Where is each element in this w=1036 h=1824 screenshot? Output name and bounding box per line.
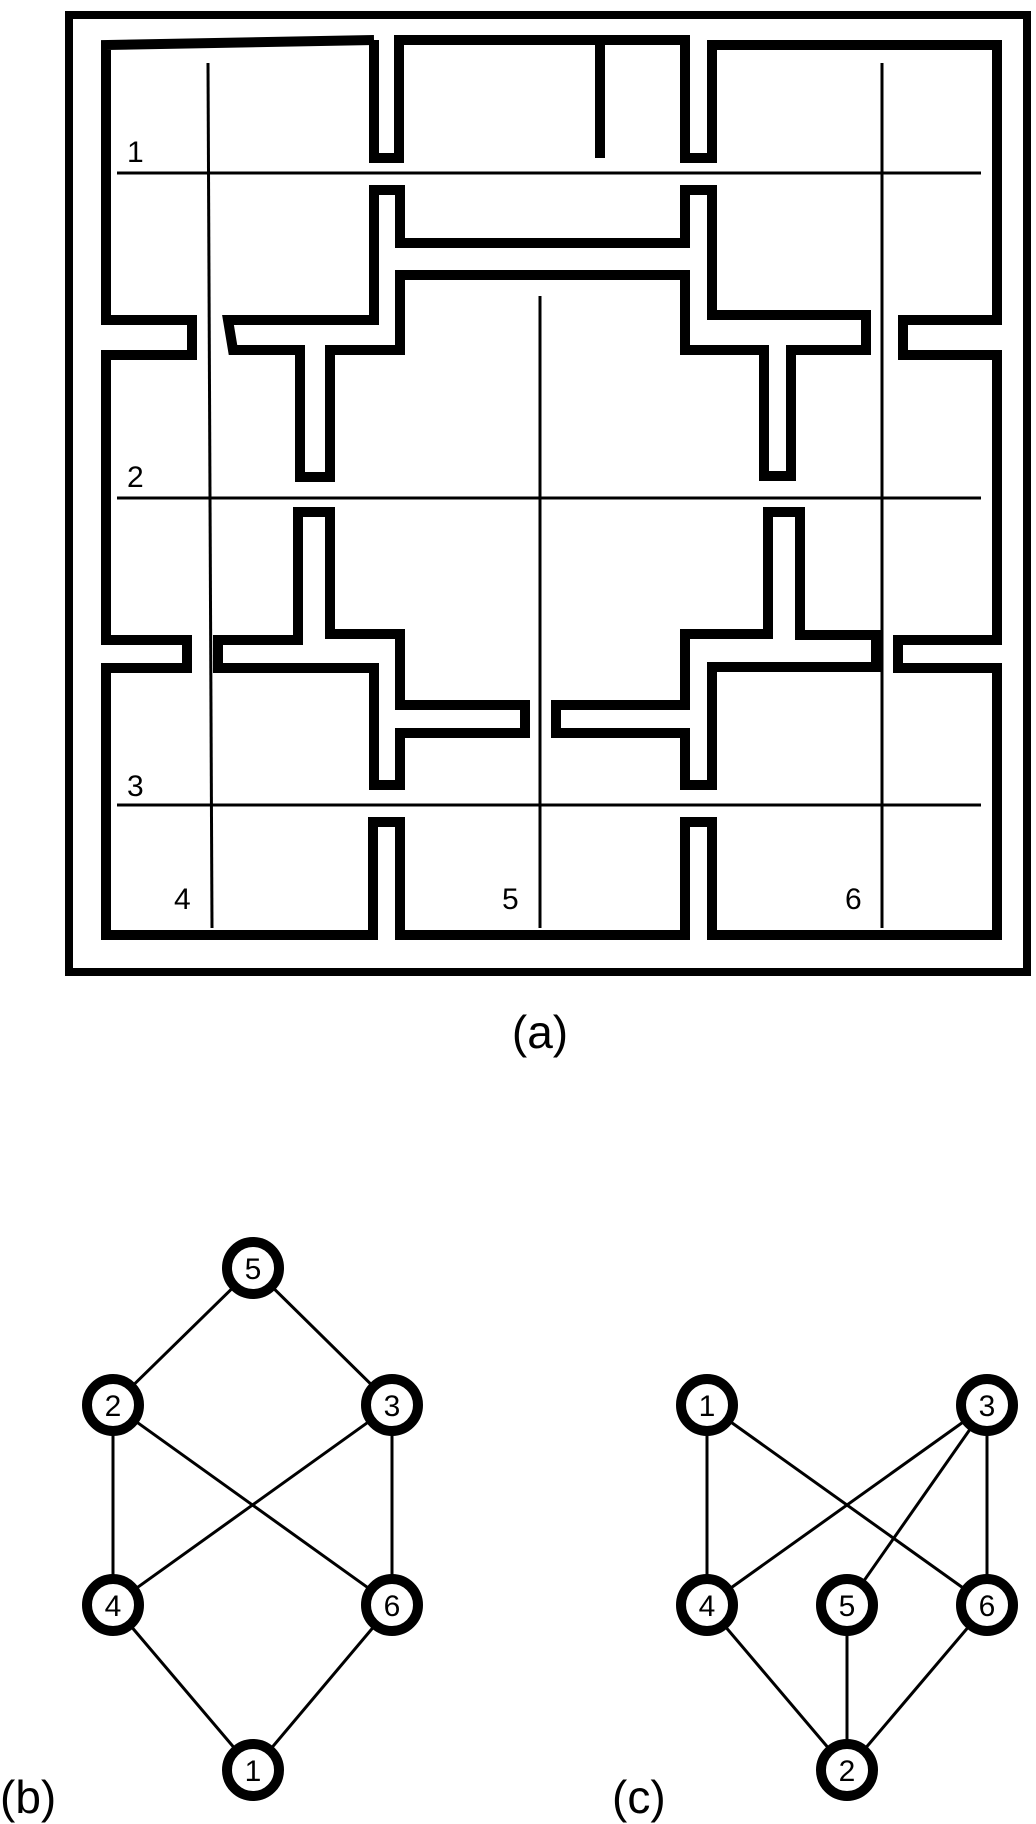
edge-c-4-2 <box>705 1604 849 1771</box>
node-label: 5 <box>839 1590 856 1623</box>
panel-a: 1 2 3 4 5 6 (a) <box>65 11 1031 1058</box>
node-label: 3 <box>979 1390 996 1423</box>
node-circle <box>676 1374 738 1436</box>
panel-c: 1 3 4 5 6 2 (c) <box>612 1374 1018 1823</box>
edge-b-6-1 <box>251 1604 394 1771</box>
edge-b-4-1 <box>111 1604 255 1771</box>
line-label-6: 6 <box>845 883 862 916</box>
node-circle <box>361 1374 423 1436</box>
node-circle <box>82 1374 144 1436</box>
node-circle <box>222 1237 284 1299</box>
line-label-1: 1 <box>127 136 144 169</box>
node-b-3: 3 <box>361 1374 423 1436</box>
outer-frame <box>65 11 1031 976</box>
node-circle <box>361 1574 423 1636</box>
wall-top-left <box>369 35 605 163</box>
node-c-5: 5 <box>816 1574 878 1636</box>
edge-b-3-4 <box>112 1403 393 1607</box>
caption-b: (b) <box>0 1771 56 1823</box>
node-label: 1 <box>245 1755 262 1788</box>
scan-line-4 <box>206 62 214 929</box>
node-label: 2 <box>839 1755 856 1788</box>
node-c-6: 6 <box>956 1574 1018 1636</box>
line-label-4: 4 <box>174 883 191 916</box>
edge-b-5-2 <box>111 1266 255 1407</box>
edge-c-3-4 <box>706 1403 988 1607</box>
node-c-2: 2 <box>816 1739 878 1801</box>
node-label: 4 <box>699 1590 716 1623</box>
node-label: 6 <box>384 1590 401 1623</box>
node-circle <box>956 1574 1018 1636</box>
node-c-4: 4 <box>676 1574 738 1636</box>
node-label: 2 <box>105 1390 122 1423</box>
node-b-2: 2 <box>82 1374 144 1436</box>
node-b-1: 1 <box>222 1739 284 1801</box>
edge-c-3-5 <box>845 1404 989 1606</box>
graph-c-edges <box>705 1403 989 1771</box>
node-c-3: 3 <box>956 1374 1018 1436</box>
node-circle <box>816 1739 878 1801</box>
line-label-5: 5 <box>502 883 519 916</box>
node-circle <box>222 1739 284 1801</box>
line-label-3: 3 <box>127 770 144 803</box>
node-label: 5 <box>245 1253 262 1286</box>
node-circle <box>956 1374 1018 1436</box>
node-b-4: 4 <box>82 1574 144 1636</box>
node-label: 4 <box>105 1590 122 1623</box>
panel-b: 5 2 3 4 6 1 (b) <box>0 1237 423 1823</box>
node-c-1: 1 <box>676 1374 738 1436</box>
node-circle <box>676 1574 738 1636</box>
node-label: 6 <box>979 1590 996 1623</box>
node-circle <box>82 1574 144 1636</box>
line-label-2: 2 <box>127 461 144 494</box>
wall-inner-bottom-left <box>213 507 530 790</box>
node-label: 1 <box>699 1390 716 1423</box>
edge-c-6-2 <box>845 1604 989 1771</box>
wall-top <box>101 35 1002 940</box>
caption-a: (a) <box>512 1006 568 1058</box>
wall-inner-top <box>222 185 871 482</box>
wall-inner-bottom-right <box>551 507 881 790</box>
node-b-6: 6 <box>361 1574 423 1636</box>
node-circle <box>816 1574 878 1636</box>
node-label: 3 <box>384 1390 401 1423</box>
edge-b-5-3 <box>251 1266 394 1407</box>
graph-b-edges <box>111 1266 394 1771</box>
caption-c: (c) <box>612 1771 666 1823</box>
node-b-5: 5 <box>222 1237 284 1299</box>
